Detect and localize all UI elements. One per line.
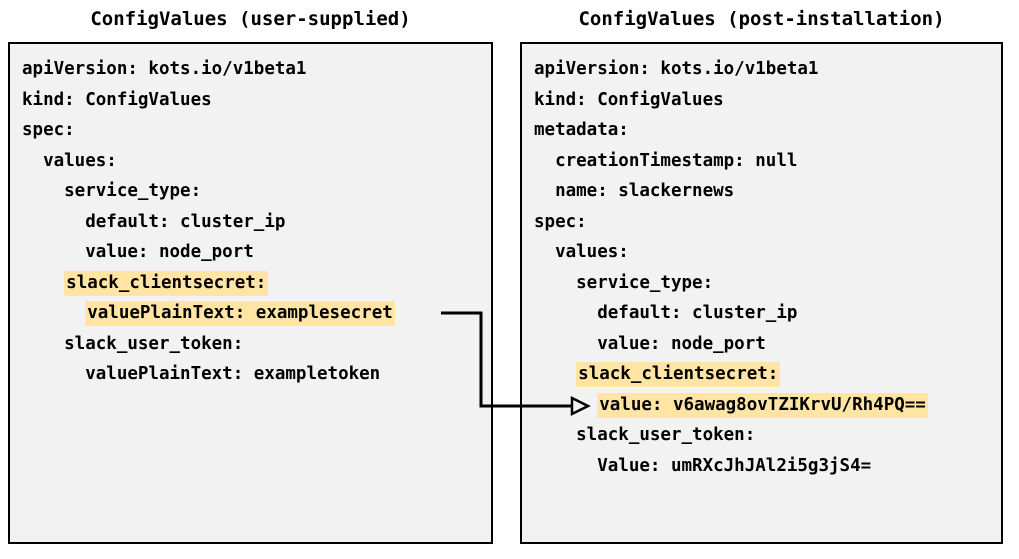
right-panel-title: ConfigValues (post-installation) (578, 8, 945, 30)
left-panel-configvalues-user-supplied: apiVersion: kots.io/v1beta1 kind: ConfigV… (8, 42, 493, 544)
left-panel-yaml-code: apiVersion: kots.io/v1beta1 kind: ConfigV… (22, 54, 487, 390)
left-yaml-line: valuePlainText: examplesecret (22, 298, 487, 329)
highlighted-secret-text: value: v6awag8ovTZIKrvU/Rh4PQ== (597, 392, 928, 418)
right-yaml-line: spec: (534, 211, 587, 232)
right-yaml-line: apiVersion: kots.io/v1beta1 (534, 59, 819, 79)
left-yaml-line: value: node_port (22, 242, 254, 262)
left-yaml-line: values: (22, 150, 117, 171)
right-yaml-line: values: (534, 242, 629, 262)
right-yaml-line: Value: umRXcJhJAl2i5g3jS4= (534, 455, 872, 476)
right-yaml-line: service_type: (534, 272, 714, 293)
right-yaml-line: creationTimestamp: null (534, 150, 798, 171)
right-panel-configvalues-post-installation: apiVersion: kots.io/v1beta1 kind: ConfigV… (520, 42, 1003, 544)
left-yaml-line: slack_clientsecret: (22, 268, 487, 299)
right-yaml-line: slack_user_token: (534, 425, 756, 445)
left-yaml-line: service_type: (22, 181, 202, 201)
highlighted-secret-text: slack_clientsecret: (576, 362, 781, 387)
right-yaml-line: default: cluster_ip (534, 303, 798, 323)
left-yaml-line: slack_user_token: (22, 333, 244, 354)
left-yaml-line: default: cluster_ip (22, 211, 286, 232)
left-panel-title: ConfigValues (user-supplied) (90, 8, 411, 30)
right-yaml-line: kind: ConfigValues (534, 89, 724, 110)
highlighted-secret-text: valuePlainText: examplesecret (85, 301, 395, 326)
left-yaml-line: kind: ConfigValues (22, 89, 212, 110)
left-yaml-line: valuePlainText: exampletoken (22, 364, 381, 384)
right-yaml-line: name: slackernews (534, 181, 735, 201)
right-yaml-line: slack_clientsecret: (534, 359, 997, 390)
highlighted-secret-text: slack_clientsecret: (64, 270, 269, 296)
right-yaml-line: value: node_port (534, 333, 766, 354)
left-yaml-line: spec: (22, 120, 75, 140)
right-yaml-line: metadata: (534, 120, 629, 140)
right-panel-yaml-code: apiVersion: kots.io/v1beta1 kind: ConfigV… (534, 54, 997, 481)
right-yaml-line: value: v6awag8ovTZIKrvU/Rh4PQ== (534, 390, 997, 421)
left-yaml-line: apiVersion: kots.io/v1beta1 (22, 59, 307, 79)
